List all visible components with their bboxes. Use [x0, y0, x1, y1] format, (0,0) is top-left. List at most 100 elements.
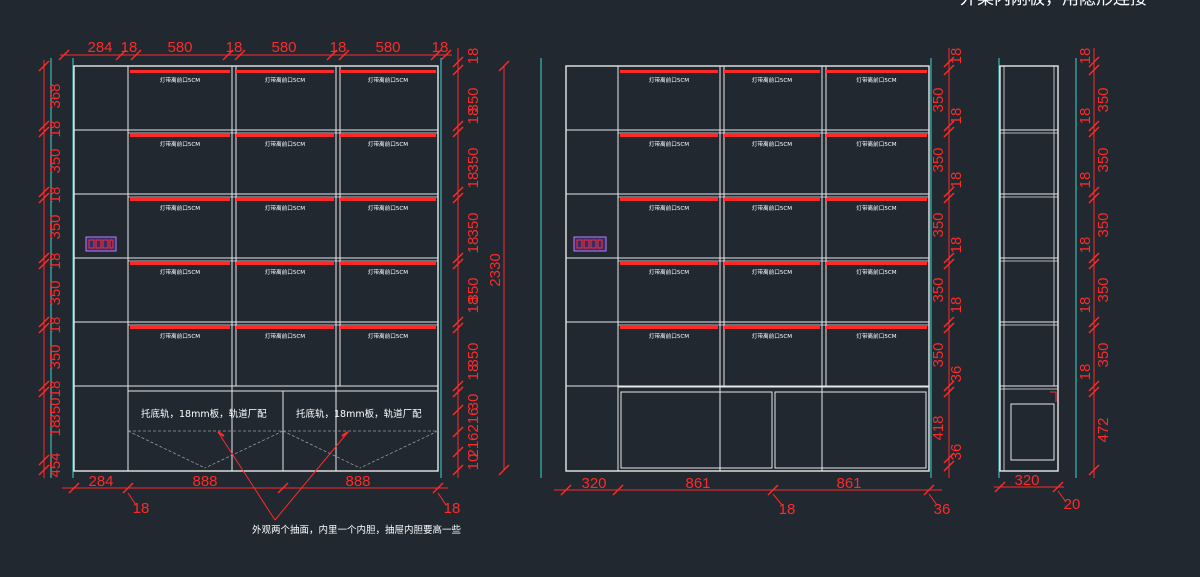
dimension-label: 350	[1095, 212, 1112, 237]
dimension-tick	[943, 126, 955, 138]
led-label: 灯带离前口5CM	[160, 140, 200, 148]
dimension-label: 418	[930, 415, 947, 440]
dimension-tick	[943, 460, 955, 472]
dimension-label: 472	[1095, 417, 1112, 442]
dimension-label: 350	[47, 214, 64, 239]
led-label: 灯带离前口5CM	[368, 76, 408, 84]
dimension-tick	[1052, 481, 1064, 493]
dimension-label: 10	[465, 454, 482, 471]
led-strip	[620, 198, 718, 201]
dimension-label: 18	[948, 237, 965, 254]
dimension-label: 320	[1014, 472, 1039, 489]
led-label: 灯带离前口5CM	[649, 140, 689, 148]
front-cabinet-outline	[73, 65, 439, 472]
dimension-tick	[943, 252, 955, 264]
dimension-label: 18	[1077, 172, 1094, 189]
dimension-label: 18	[948, 172, 965, 189]
dimension-tick	[943, 380, 955, 392]
dimension-tick	[498, 60, 510, 72]
dimension-label: 18	[465, 237, 482, 254]
dimension-tick	[38, 126, 50, 138]
dimension-tick	[38, 454, 50, 466]
dimension-tick	[122, 482, 134, 494]
led-strip	[826, 198, 927, 201]
led-label: 灯带离前口5CM	[752, 268, 792, 276]
dimension-label: 18	[47, 381, 64, 398]
dimension-tick	[452, 56, 464, 68]
dimension-tick	[38, 192, 50, 204]
led-strip	[826, 70, 927, 73]
dimension-label: 18	[948, 297, 965, 314]
dimension-tick	[115, 49, 127, 61]
drawer-note-left: 托底轨，18mm板，轨道厂配	[141, 408, 267, 420]
dimension-label: 284	[87, 39, 112, 56]
led-label: 灯带离前口5CM	[649, 204, 689, 212]
dimension-label: 350	[465, 87, 482, 112]
dimension-tick	[994, 481, 1006, 493]
dimension-tick	[1088, 126, 1100, 138]
led-label: 灯带离前口5CM	[368, 204, 408, 212]
dimension-tick	[452, 380, 464, 392]
dimension-label: 18	[1077, 48, 1094, 65]
led-strip	[724, 262, 820, 265]
dimension-label: 18	[465, 48, 482, 65]
dimension-tick	[452, 316, 464, 328]
dimension-label: 350	[930, 342, 947, 367]
dimension-tick	[452, 258, 464, 270]
dimension-tick	[1088, 186, 1100, 198]
led-label: 灯带离前口5CM	[856, 140, 896, 148]
dimension-label: 350	[465, 277, 482, 302]
dimension-label: 36	[948, 366, 965, 383]
led-label: 灯带离前口5CM	[265, 140, 305, 148]
dimension-tick	[38, 380, 50, 392]
front-elevation-view: 灯带离前口5CM 灯带离前口5CM 灯带离前口5CM 灯带离前口5CM 灯带离前口5CM…	[50, 58, 442, 478]
dimension-tick	[943, 258, 955, 270]
dimension-tick	[338, 49, 350, 61]
dimension-label: 20	[1064, 496, 1081, 513]
dimension-tick	[1088, 386, 1100, 398]
dimension-label: 18	[465, 108, 482, 125]
dimension-label: 861	[836, 475, 861, 492]
led-label: 灯带离前口5CM	[368, 140, 408, 148]
led-strip	[130, 262, 230, 265]
dimension-tick	[1088, 252, 1100, 264]
led-strip	[620, 262, 718, 265]
switch-panel	[573, 236, 607, 252]
dimension-label: 18	[465, 297, 482, 314]
dimension-label: 18	[133, 500, 150, 517]
dimension-tick	[1088, 56, 1100, 68]
middle-shelf-grid	[566, 66, 929, 471]
led-label: 灯带离前口5CM	[368, 268, 408, 276]
dimension-label: 18	[47, 121, 64, 138]
led-strip	[340, 70, 436, 73]
dimension-label: 580	[271, 39, 296, 56]
led-label: 灯带离前口5CM	[265, 332, 305, 340]
led-strip	[130, 198, 230, 201]
led-label: 灯带离前口5CM	[649, 332, 689, 340]
led-label: 灯带离前口5CM	[752, 140, 792, 148]
dimension-label: 861	[685, 475, 710, 492]
led-strip	[130, 134, 230, 137]
dimension-label: 350	[1095, 87, 1112, 112]
dimension-tick	[452, 186, 464, 198]
dimension-label: 18	[47, 253, 64, 270]
led-label: 灯带离前口5CM	[856, 268, 896, 276]
led-strip	[236, 70, 334, 73]
dimension-tick	[452, 120, 464, 132]
dimension-label: 350	[47, 280, 64, 305]
switch-panel-marks	[88, 239, 114, 249]
led-label: 灯带离前口5CM	[368, 332, 408, 340]
led-strip	[724, 70, 820, 73]
dimension-tick	[38, 186, 50, 198]
dimension-tick	[1088, 192, 1100, 204]
dimension-label: 320	[581, 475, 606, 492]
dimension-label: 350	[465, 342, 482, 367]
led-label: 灯带离前口5CM	[160, 76, 200, 84]
dimension-tick	[1088, 316, 1100, 328]
led-strip	[620, 70, 718, 73]
dimension-tick	[1088, 380, 1100, 392]
led-strip	[340, 134, 436, 137]
led-label: 灯带离前口5CM	[752, 76, 792, 84]
